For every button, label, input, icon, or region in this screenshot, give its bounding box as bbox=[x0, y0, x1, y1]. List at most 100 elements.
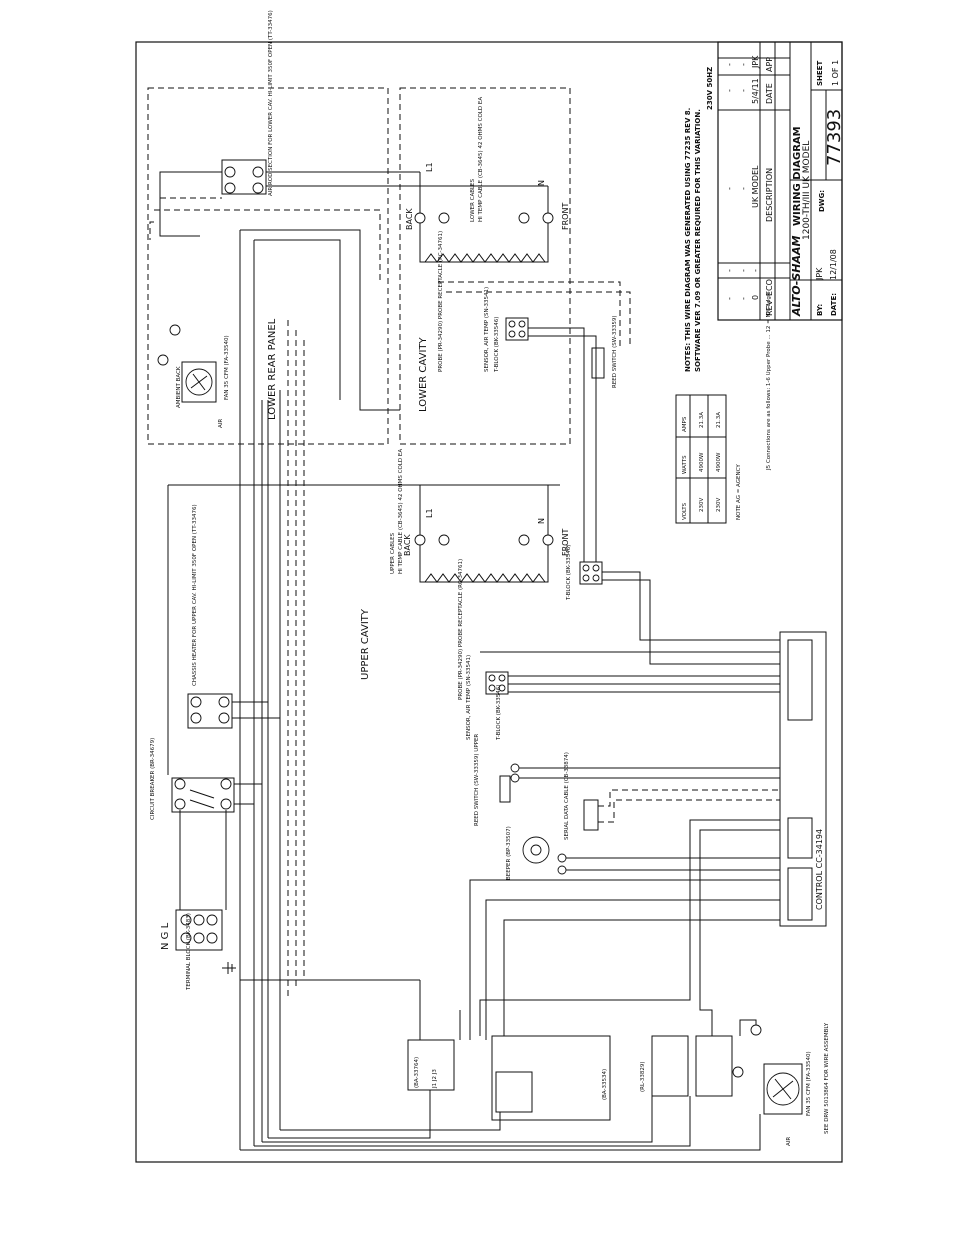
date-value: 12/1/08 bbox=[829, 249, 838, 280]
rating-footnote: NOTE AG = AGENCY bbox=[736, 464, 742, 520]
see-drawing-note: SEE DRW 5013864 FOR WIRE ASSEMBLY bbox=[824, 1022, 830, 1134]
rev-row-1-desc: - bbox=[725, 187, 734, 190]
rating-col-amps: AMPS bbox=[682, 416, 688, 432]
voltage-label: 230V 50HZ bbox=[706, 67, 714, 110]
lower-l1-label: L1 bbox=[425, 162, 434, 172]
rating-table: VOLTS WATTS AMPS 230V 4900W 21.3A 230V 4… bbox=[675, 394, 742, 524]
diagram-title: WIRING DIAGRAM bbox=[792, 126, 803, 226]
title-block: 230V 50HZ - - - - - - - - - - 0 - UK MOD… bbox=[706, 41, 845, 321]
upper-n-label: N bbox=[537, 518, 546, 524]
upper-reed-switch: REED SWITCH (SW-33359) UPPER bbox=[474, 734, 520, 826]
rating-col-volts: VOLTS bbox=[682, 502, 688, 520]
bottom-fan-label: FAN 35 CFM (FA-33540) bbox=[806, 1051, 812, 1116]
terminal-block: N G L TERMINAL BLOCK (BK-3483) bbox=[160, 909, 236, 991]
ngl-label: N G L bbox=[160, 922, 171, 950]
rev-row-3-date: 5/4/11 bbox=[751, 78, 760, 104]
lower-sensor-label: SENSOR, AIR TEMP (SN-33541) bbox=[484, 287, 490, 372]
upper-back-label: BACK bbox=[403, 534, 412, 556]
rev-row-3-rev: 0 bbox=[751, 295, 760, 300]
lower-probe-sensor-group: PROBE (PR-34290) PROBE RECEPTACLE (RC-34… bbox=[438, 231, 618, 388]
upper-front-label: FRONT bbox=[561, 529, 570, 556]
power-supply: (BA-33534) bbox=[491, 1035, 611, 1121]
by-label: BY: bbox=[816, 304, 824, 316]
power-supply-label: (BA-33534) bbox=[602, 1069, 608, 1100]
upper-cable-spec: HI TEMP CABLE (CB-3645) 42 OHMS COLD EA bbox=[398, 449, 404, 574]
rev-row-3-app: JPK bbox=[751, 55, 760, 69]
rev-row-1-eco: - bbox=[725, 269, 734, 272]
relay-label: (RL-33829) bbox=[640, 1061, 646, 1092]
upper-sensor-label: SENSOR, AIR TEMP (SN-33541) bbox=[466, 655, 472, 740]
rating-row-1-amps: 21.3A bbox=[699, 412, 705, 428]
rev-row-1-date: - bbox=[725, 89, 734, 92]
rating-row-1-volts: 230V bbox=[699, 498, 705, 512]
upper-hi-limit: CHASSIS HEATER FOR UPPER CAV. HI-LIMIT 3… bbox=[187, 504, 233, 729]
ambient-back-label: AMBIENT BACK bbox=[176, 366, 182, 408]
serial-data-cable: SERIAL DATA CABLE (CB-33874) bbox=[564, 752, 780, 840]
air-label-lower: AIR bbox=[218, 419, 224, 428]
lower-heater-cable bbox=[419, 218, 549, 263]
bottom-fan: FAN 35 CFM (FA-33540) AIR bbox=[732, 1024, 812, 1146]
dwg-number: 77393 bbox=[824, 109, 845, 166]
rating-row-2-watts: 4900W bbox=[716, 452, 722, 472]
lower-reed-label: REED SWITCH (SW-33359) bbox=[612, 315, 618, 388]
lower-tblock-label: T-BLOCK (BK-33546) bbox=[494, 317, 500, 373]
circuit-breaker: CIRCUIT BREAKER (BR-34679) bbox=[150, 738, 235, 820]
mid-tblock-label: T-BLOCK (BK-33546) bbox=[566, 545, 572, 601]
notes-line-1: NOTES: THIS WIRE DIAGRAM WAS GENERATED U… bbox=[684, 108, 692, 372]
drawing-frame bbox=[135, 41, 843, 1163]
lower-front-label: FRONT bbox=[561, 203, 570, 230]
model-name: 1200-TH/III UK MODEL bbox=[802, 141, 812, 240]
upper-tblock-label: T-BLOCK (BK-33546) bbox=[496, 685, 502, 741]
date-label: DATE: bbox=[830, 293, 838, 316]
lower-back-label: BACK bbox=[405, 208, 414, 230]
terminal-block-label: TERMINAL BLOCK (BK-3483) bbox=[186, 913, 192, 991]
j-labels: J1 J2 J3 bbox=[432, 1069, 438, 1089]
rev-row-2-rev: - bbox=[739, 297, 748, 300]
rev-row-1-rev: - bbox=[725, 297, 734, 300]
sheet-label: SHEET bbox=[816, 61, 824, 86]
relay-pair: (RL-33829) bbox=[640, 1035, 733, 1097]
rating-col-watts: WATTS bbox=[682, 455, 688, 474]
lower-fan: FAN 35 CFM (FA-33540) AMBIENT BACK AIR bbox=[157, 324, 230, 428]
rev-row-2-date: - bbox=[739, 89, 748, 92]
rev-row-3-desc: UK MODEL bbox=[751, 165, 760, 208]
col-description: DESCRIPTION bbox=[765, 168, 774, 222]
lower-cavity-label: LOWER CAVITY bbox=[418, 336, 429, 412]
col-app: APP bbox=[765, 57, 774, 72]
col-rev: REV bbox=[765, 299, 774, 316]
lower-hi-limit: AIR ROD SECTION FOR LOWER CAV. HI-LIMIT … bbox=[221, 10, 274, 196]
notes-line-2: SOFTWARE VER 7.09 OR GREATER REQUIRED FO… bbox=[694, 109, 702, 372]
circuit-breaker-label: CIRCUIT BREAKER (BR-34679) bbox=[150, 738, 156, 820]
upper-probe-sensor-group: PROBE (PR-34290) PROBE RECEPTACLE (RC-34… bbox=[458, 559, 509, 741]
mid-tblock: T-BLOCK (BK-33546) bbox=[566, 545, 603, 601]
control-board: CONTROL CC-34194 bbox=[779, 631, 827, 927]
relay-board-label: (BA-33764) bbox=[414, 1057, 420, 1088]
upper-l1-label: L1 bbox=[425, 508, 434, 518]
lower-hi-limit-label: AIR ROD SECTION FOR LOWER CAV. HI-LIMIT … bbox=[268, 10, 274, 196]
rating-row-2-amps: 21.3A bbox=[716, 412, 722, 428]
lower-fan-label: FAN 35 CFM (FA-33540) bbox=[224, 335, 230, 400]
rev-row-2-eco: - bbox=[739, 269, 748, 272]
lower-cable-spec: HI TEMP CABLE (CB-3645) 42 OHMS COLD EA bbox=[478, 97, 484, 222]
rev-row-2-app: - bbox=[739, 63, 748, 66]
upper-probe-label: PROBE (PR-34290) PROBE RECEPTACLE (RC-34… bbox=[458, 559, 464, 700]
ground-icon bbox=[222, 962, 236, 974]
beeper: BEEPER (BP-33507) bbox=[506, 826, 567, 880]
lower-n-label: N bbox=[537, 180, 546, 186]
lower-rear-panel-label: LOWER REAR PANEL bbox=[267, 318, 278, 420]
rev-row-1-app: - bbox=[725, 63, 734, 66]
air-label-bottom: AIR bbox=[786, 1137, 792, 1146]
control-label: CONTROL CC-34194 bbox=[815, 829, 824, 910]
upper-hi-limit-label: CHASSIS HEATER FOR UPPER CAV. HI-LIMIT 3… bbox=[192, 504, 198, 686]
rev-row-3-eco: - bbox=[751, 269, 760, 272]
sheet-value: 1 OF 1 bbox=[831, 60, 840, 86]
serial-cable-label: SERIAL DATA CABLE (CB-33874) bbox=[564, 752, 570, 840]
upper-cables-label: UPPER CABLES bbox=[390, 532, 396, 574]
lower-cavity-outline bbox=[399, 87, 571, 445]
upper-cavity-label: UPPER CAVITY bbox=[360, 608, 371, 680]
col-date: DATE bbox=[765, 83, 774, 104]
wire-runs bbox=[149, 171, 780, 1151]
j5-connection-notes: J5 Connections are as follows: 1-6 Upper… bbox=[766, 292, 772, 471]
upper-heater-cable bbox=[419, 540, 549, 583]
